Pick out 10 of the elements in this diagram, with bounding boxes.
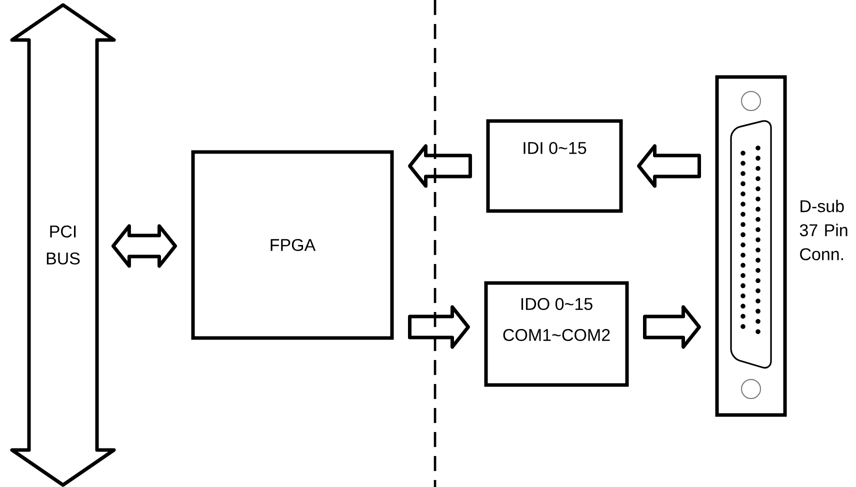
connector-drawing xyxy=(715,75,787,417)
block-arrow xyxy=(637,144,701,188)
block-box: IDO 0~15 COM1~COM2 xyxy=(484,281,629,387)
double-block-arrow xyxy=(111,224,177,268)
block-box: IDI 0~15 xyxy=(486,119,623,213)
connector-caption: D-sub 37 Pin Conn. xyxy=(800,200,848,260)
block-arrow xyxy=(408,144,472,188)
block-box: FPGA xyxy=(191,150,394,340)
block-arrow xyxy=(643,305,701,349)
block-arrow xyxy=(408,305,470,349)
